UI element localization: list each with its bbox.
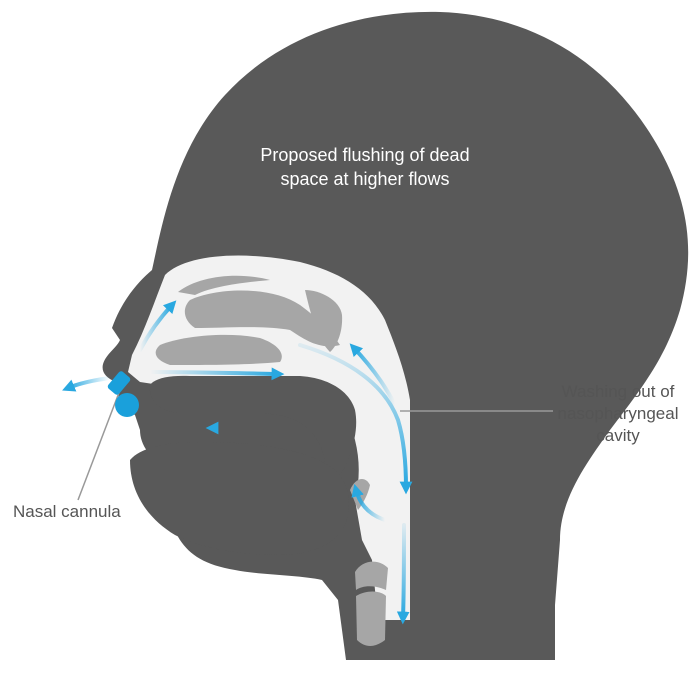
tongue bbox=[130, 442, 349, 555]
dead-space-label-line2: space at higher flows bbox=[230, 167, 500, 191]
washing-label-line2: nasopharyngeal bbox=[540, 403, 696, 425]
washing-label-line3: cavity bbox=[540, 425, 696, 447]
arrow-exhale-left bbox=[68, 378, 110, 388]
dead-space-label: Proposed flushing of dead space at highe… bbox=[230, 143, 500, 191]
larynx-cartilage-lower bbox=[356, 592, 386, 647]
arrow-trachea-down bbox=[403, 525, 404, 618]
cannula-leader-line bbox=[78, 390, 120, 500]
washing-label-line1: Washing out of bbox=[540, 381, 696, 403]
washing-label: Washing out of nasopharyngeal cavity bbox=[540, 381, 696, 447]
dead-space-label-line1: Proposed flushing of dead bbox=[230, 143, 500, 167]
nasal-cannula-label: Nasal cannula bbox=[13, 501, 163, 523]
arrow-nasal-straight bbox=[150, 372, 278, 374]
